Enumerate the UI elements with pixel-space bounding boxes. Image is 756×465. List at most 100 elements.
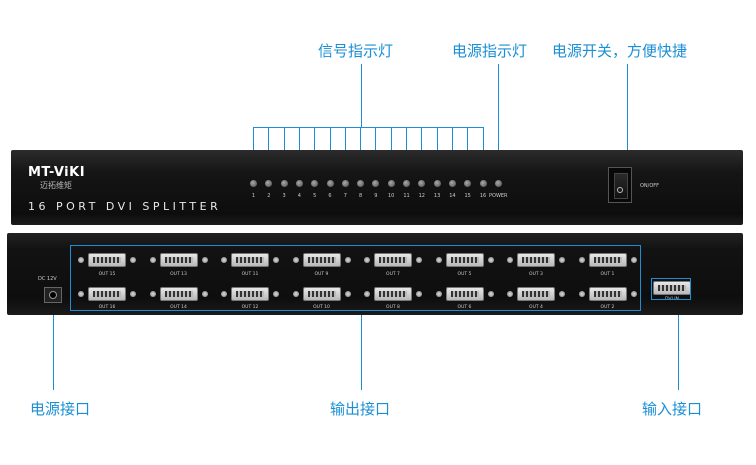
signal-led-7 (341, 180, 349, 187)
screw-icon (507, 291, 513, 297)
screw-icon (630, 291, 637, 297)
dvi-output-port[interactable] (517, 287, 555, 301)
output-port-label: OUT 9 (314, 272, 329, 277)
signal-led-number: 8 (359, 193, 363, 199)
dvi-output-port[interactable] (445, 253, 484, 267)
signal-led-number: 3 (282, 193, 286, 199)
signal-led-number: 4 (297, 193, 301, 199)
dvi-output-port[interactable] (159, 253, 198, 267)
output-port-label: OUT 16 (98, 305, 116, 310)
input-port-callout: 输入接口 (642, 400, 703, 418)
dvi-output-port[interactable] (374, 287, 412, 301)
screw-icon (435, 257, 442, 263)
model-name: 16 PORT DVI SPLITTER (28, 200, 222, 213)
signal-led-10 (387, 180, 395, 187)
signal-led-1 (250, 180, 257, 187)
screw-icon (292, 257, 299, 263)
screw-icon (416, 257, 422, 263)
signal-led-number: 10 (388, 193, 395, 199)
signal-led-11 (403, 180, 410, 187)
output-port-label: OUT 8 (386, 305, 400, 310)
output-port-line (361, 311, 362, 390)
brand-logo: MT-ViKI (28, 165, 86, 180)
dvi-output-port[interactable] (88, 287, 126, 301)
output-port-label: OUT 2 (600, 305, 615, 310)
power-led (495, 180, 502, 187)
screw-icon (273, 291, 279, 297)
output-port-label: OUT 15 (98, 272, 116, 277)
screw-icon (578, 257, 585, 263)
signal-led-13 (433, 180, 441, 187)
signal-led-9 (372, 180, 380, 187)
screw-icon (130, 257, 136, 263)
output-port-label: OUT 10 (313, 305, 330, 310)
screw-icon (507, 257, 513, 263)
screw-icon (149, 257, 156, 263)
output-port-label: OUT 1 (600, 272, 615, 277)
output-port-label: OUT 4 (529, 305, 543, 310)
switch-off-mark (617, 187, 623, 193)
dvi-output-port[interactable] (231, 253, 269, 267)
input-highlight (651, 278, 691, 300)
dvi-output-port[interactable] (159, 287, 198, 301)
signal-led-number: 7 (343, 193, 347, 199)
power-port-callout: 电源接口 (30, 400, 91, 418)
dvi-output-port[interactable] (517, 253, 555, 267)
power-led-callout: 电源指示灯 (452, 42, 528, 60)
output-port-label: OUT 5 (457, 272, 472, 277)
screw-icon (78, 257, 84, 263)
output-port-label: OUT 11 (241, 272, 259, 277)
signal-led-5 (311, 180, 319, 187)
signal-led-number: 15 (464, 193, 471, 199)
output-port-callout: 输出接口 (330, 400, 391, 418)
front-panel (11, 150, 743, 225)
switch-label: ON/OFF (640, 183, 660, 189)
screw-icon (630, 257, 637, 263)
signal-led-6 (326, 180, 334, 187)
signal-led-bracket (253, 127, 484, 128)
brand-sub: 迈拓维矩 (40, 181, 72, 190)
screw-icon (273, 257, 279, 263)
signal-led-16 (479, 180, 487, 187)
screw-icon (201, 291, 208, 297)
dvi-output-port[interactable] (302, 287, 341, 301)
output-port-label: OUT 6 (457, 305, 472, 310)
power-led-label: POWER (489, 193, 508, 199)
output-highlight (70, 245, 641, 311)
screw-icon (344, 257, 351, 263)
dvi-output-port[interactable] (374, 253, 412, 267)
signal-led-12 (418, 180, 426, 187)
power-switch[interactable] (608, 167, 632, 203)
signal-led-number: 12 (418, 193, 425, 199)
signal-led-number: 1 (251, 193, 256, 199)
dvi-output-port[interactable] (445, 287, 484, 301)
screw-icon (435, 291, 442, 297)
screw-icon (130, 291, 136, 297)
dvi-output-port[interactable] (302, 253, 341, 267)
dc-power-jack[interactable] (44, 287, 62, 303)
dvi-output-port[interactable] (588, 253, 627, 267)
signal-led-number: 16 (479, 193, 487, 199)
screw-icon (149, 291, 156, 297)
screw-icon (364, 257, 370, 263)
output-port-label: OUT 13 (170, 272, 187, 277)
power-switch-callout: 电源开关，方便快捷 (552, 42, 688, 60)
screw-icon (78, 291, 84, 297)
dvi-output-port[interactable] (88, 253, 126, 267)
back-panel (7, 233, 743, 315)
screw-icon (221, 291, 227, 297)
screw-icon (201, 257, 208, 263)
screw-icon (559, 257, 565, 263)
signal-led-number: 11 (403, 193, 410, 199)
signal-led-number: 14 (449, 193, 456, 199)
screw-icon (344, 291, 351, 297)
signal-led-number: 6 (328, 193, 332, 199)
signal-led-3 (280, 180, 288, 187)
signal-led-15 (464, 180, 472, 187)
dvi-output-port[interactable] (588, 287, 627, 301)
dvi-output-port[interactable] (231, 287, 269, 301)
dc-label: DC 12V (38, 276, 57, 282)
power-switch-line (627, 64, 628, 182)
power-led-line (498, 64, 499, 176)
signal-led-callout: 信号指示灯 (318, 42, 394, 60)
